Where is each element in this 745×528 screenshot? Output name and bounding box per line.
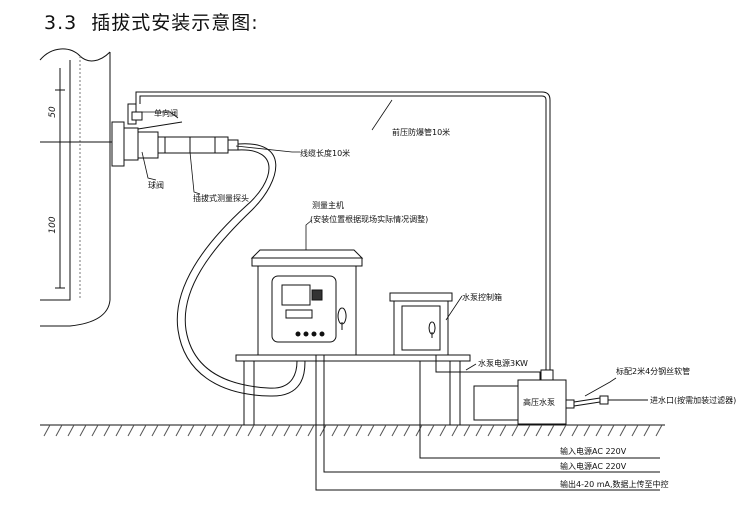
label-host-title: 测量主机 xyxy=(312,200,344,210)
leader-lines xyxy=(138,99,617,397)
ground-hatch-mark xyxy=(139,424,147,437)
ground-hatch-mark xyxy=(655,424,663,437)
ground-hatch-mark xyxy=(91,424,99,437)
ground-hatch-mark xyxy=(595,424,603,437)
ground-hatch-mark xyxy=(583,424,591,437)
ground-hatch-mark xyxy=(115,424,123,437)
ground-hatch-mark xyxy=(163,424,171,437)
ground-hatch-mark xyxy=(391,424,399,437)
high-pressure-pump xyxy=(473,369,575,425)
ground-hatch-mark xyxy=(511,424,519,437)
label-ball-valve: 球阀 xyxy=(148,180,164,190)
label-power-in-2: 输入电源AC 220V xyxy=(560,461,627,471)
ground-hatch-mark xyxy=(343,424,351,437)
ground-hatch-mark xyxy=(559,424,567,437)
ground-hatch-mark xyxy=(547,424,555,437)
ground-hatch-mark xyxy=(235,424,243,437)
valve-assembly xyxy=(111,103,239,167)
label-pump-box: 水泵控制箱 xyxy=(462,292,502,302)
dim-lower: 100 xyxy=(48,216,58,233)
section-number: 3.3 xyxy=(44,12,78,34)
ground-hatch-mark xyxy=(79,424,87,437)
dimension-line xyxy=(40,68,125,289)
ground-hatch-mark xyxy=(499,424,507,437)
ground-hatch-mark xyxy=(463,424,471,437)
dim-upper: 50 xyxy=(48,106,58,118)
ground-hatch-mark xyxy=(187,424,195,437)
ground-hatch-mark xyxy=(319,424,327,437)
ground-hatch-mark xyxy=(415,424,423,437)
ground-hatch-mark xyxy=(127,424,135,437)
ground-hatch-mark xyxy=(247,424,255,437)
ground-hatch-mark xyxy=(535,424,543,437)
ground-hatch-mark xyxy=(451,424,459,437)
ground-hatch-mark xyxy=(283,424,291,437)
ground-hatch-mark xyxy=(259,424,267,437)
label-signal-out: 输出4-20 mA,数据上传至中控 xyxy=(560,479,669,489)
section-heading: 3.3 插拔式安装示意图: xyxy=(44,8,259,35)
ground-hatch-mark xyxy=(379,424,387,437)
ground-hatch-mark xyxy=(403,424,411,437)
label-hp-pump: 高压水泵 xyxy=(523,397,555,407)
inlet-hose xyxy=(573,395,648,407)
label-inlet: 进水口(按需加装过滤器) xyxy=(650,395,736,405)
ground-hatch-mark xyxy=(271,424,279,437)
ground-hatch-mark xyxy=(43,424,51,437)
label-cable: 线缆长度10米 xyxy=(300,148,350,158)
pressure-hose xyxy=(135,91,551,370)
ground-hatch-mark xyxy=(487,424,495,437)
ground-hatch-mark xyxy=(427,424,435,437)
ground-hatch-mark xyxy=(367,424,375,437)
ground-hatch-mark xyxy=(631,424,639,437)
label-pressure-hose: 前压防爆管10米 xyxy=(392,127,450,137)
label-pump-power: 水泵电源3KW xyxy=(478,358,528,368)
ground-hatch-mark xyxy=(571,424,579,437)
ground-hatch-mark xyxy=(307,424,315,437)
pipe xyxy=(39,48,111,327)
ground-hatch-mark xyxy=(331,424,339,437)
pump-control-box xyxy=(389,292,453,356)
ground-hatch-mark xyxy=(523,424,531,437)
label-check-valve: 单向阀 xyxy=(154,108,178,118)
label-power-in-1: 输入电源AC 220V xyxy=(560,446,627,456)
ground-hatch-mark xyxy=(295,424,303,437)
ground-hatch-mark xyxy=(211,424,219,437)
output-wires xyxy=(315,355,660,491)
ground xyxy=(40,424,665,437)
table xyxy=(235,354,471,425)
label-probe: 插拔式测量探头 xyxy=(193,193,249,203)
pump-power-wire xyxy=(435,355,541,380)
ground-hatch-mark xyxy=(643,424,651,437)
section-title: 插拔式安装示意图: xyxy=(91,12,259,34)
label-hose-spec: 标配2米4分钢丝软管 xyxy=(616,366,690,376)
ground-hatch-mark xyxy=(355,424,363,437)
ground-hatch-mark xyxy=(475,424,483,437)
ground-hatch-mark xyxy=(55,424,63,437)
ground-hatch-mark xyxy=(67,424,75,437)
ground-hatch-mark xyxy=(619,424,627,437)
ground-hatch-mark xyxy=(103,424,111,437)
ground-hatch-mark xyxy=(175,424,183,437)
label-host-note: (安装位置根据现场实际情况调整) xyxy=(310,214,428,224)
ground-hatch-mark xyxy=(223,424,231,437)
measurement-host xyxy=(250,249,364,356)
ground-hatch-mark xyxy=(439,424,447,437)
ground-hatch-mark xyxy=(607,424,615,437)
ground-hatch-mark xyxy=(151,424,159,437)
probe-cable xyxy=(176,143,306,397)
ground-hatch-mark xyxy=(199,424,207,437)
